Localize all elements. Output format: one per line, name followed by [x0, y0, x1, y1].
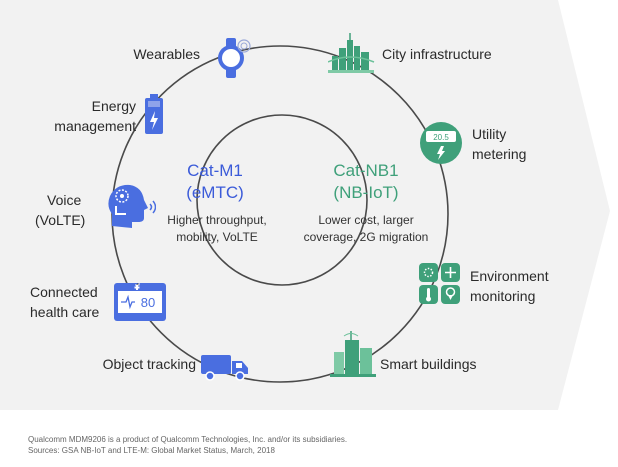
label-wearables: Wearables [133, 46, 200, 62]
label-health-line1: Connected [30, 284, 98, 300]
meter-reading: 20.5 [433, 133, 449, 142]
environment-icon [419, 263, 460, 304]
label-connected-health-care: Connected health care [30, 282, 99, 322]
meter-icon: 20.5 [420, 122, 462, 164]
label-environment-line1: Environment [470, 268, 549, 284]
battery-icon [145, 94, 163, 134]
label-environment-line2: monitoring [470, 288, 536, 304]
footer-sources: Sources: GSA NB-IoT and LTE-M: Global Ma… [28, 446, 275, 455]
label-voice-line2: (VoLTE) [35, 212, 86, 228]
cat-nb1-title-line1: Cat-NB1 [333, 161, 399, 180]
label-utility-line2: metering [472, 146, 527, 162]
health-monitor-icon: 80 [114, 283, 166, 321]
cat-m1-description: Higher throughput, mobility, VoLTE [162, 212, 272, 246]
label-voice: Voice (VoLTE) [35, 190, 85, 230]
cat-m1-desc-line1: Higher throughput, [167, 213, 267, 227]
cat-nb1-desc-line2: coverage, 2G migration [303, 230, 429, 244]
cat-nb1-title-line2: (NB-IoT) [333, 183, 399, 202]
cat-m1-desc-line2: mobility, VoLTE [176, 230, 258, 244]
voice-head-icon [108, 184, 156, 228]
inner-ring [196, 114, 368, 286]
building-icon [330, 331, 376, 377]
cat-m1-title: Cat-M1 (eMTC) [170, 160, 260, 204]
cat-nb1-title: Cat-NB1 (NB-IoT) [316, 160, 416, 204]
label-energy-line2: management [54, 118, 136, 134]
label-utility-line1: Utility [472, 126, 507, 142]
label-environment-monitoring: Environment monitoring [470, 266, 549, 306]
label-energy-management: Energy management [30, 96, 136, 136]
cat-m1-title-line1: Cat-M1 [187, 161, 243, 180]
health-monitor-reading: 80 [141, 295, 155, 310]
city-icon [328, 33, 375, 73]
label-voice-line1: Voice [47, 192, 82, 208]
truck-icon [201, 355, 248, 381]
label-energy-line1: Energy [91, 98, 136, 114]
footer-disclaimer: Qualcomm MDM9206 is a product of Qualcom… [28, 435, 348, 444]
cat-nb1-desc-line1: Lower cost, larger [318, 213, 414, 227]
label-health-line2: health care [30, 304, 100, 320]
label-object-tracking: Object tracking [102, 356, 196, 372]
cat-m1-title-line2: (eMTC) [186, 183, 244, 202]
cat-nb1-description: Lower cost, larger coverage, 2G migratio… [296, 212, 436, 246]
label-smart-buildings: Smart buildings [380, 356, 477, 372]
label-city-infrastructure: City infrastructure [382, 46, 492, 62]
label-utility-metering: Utility metering [472, 124, 526, 164]
watch-icon [218, 38, 251, 78]
